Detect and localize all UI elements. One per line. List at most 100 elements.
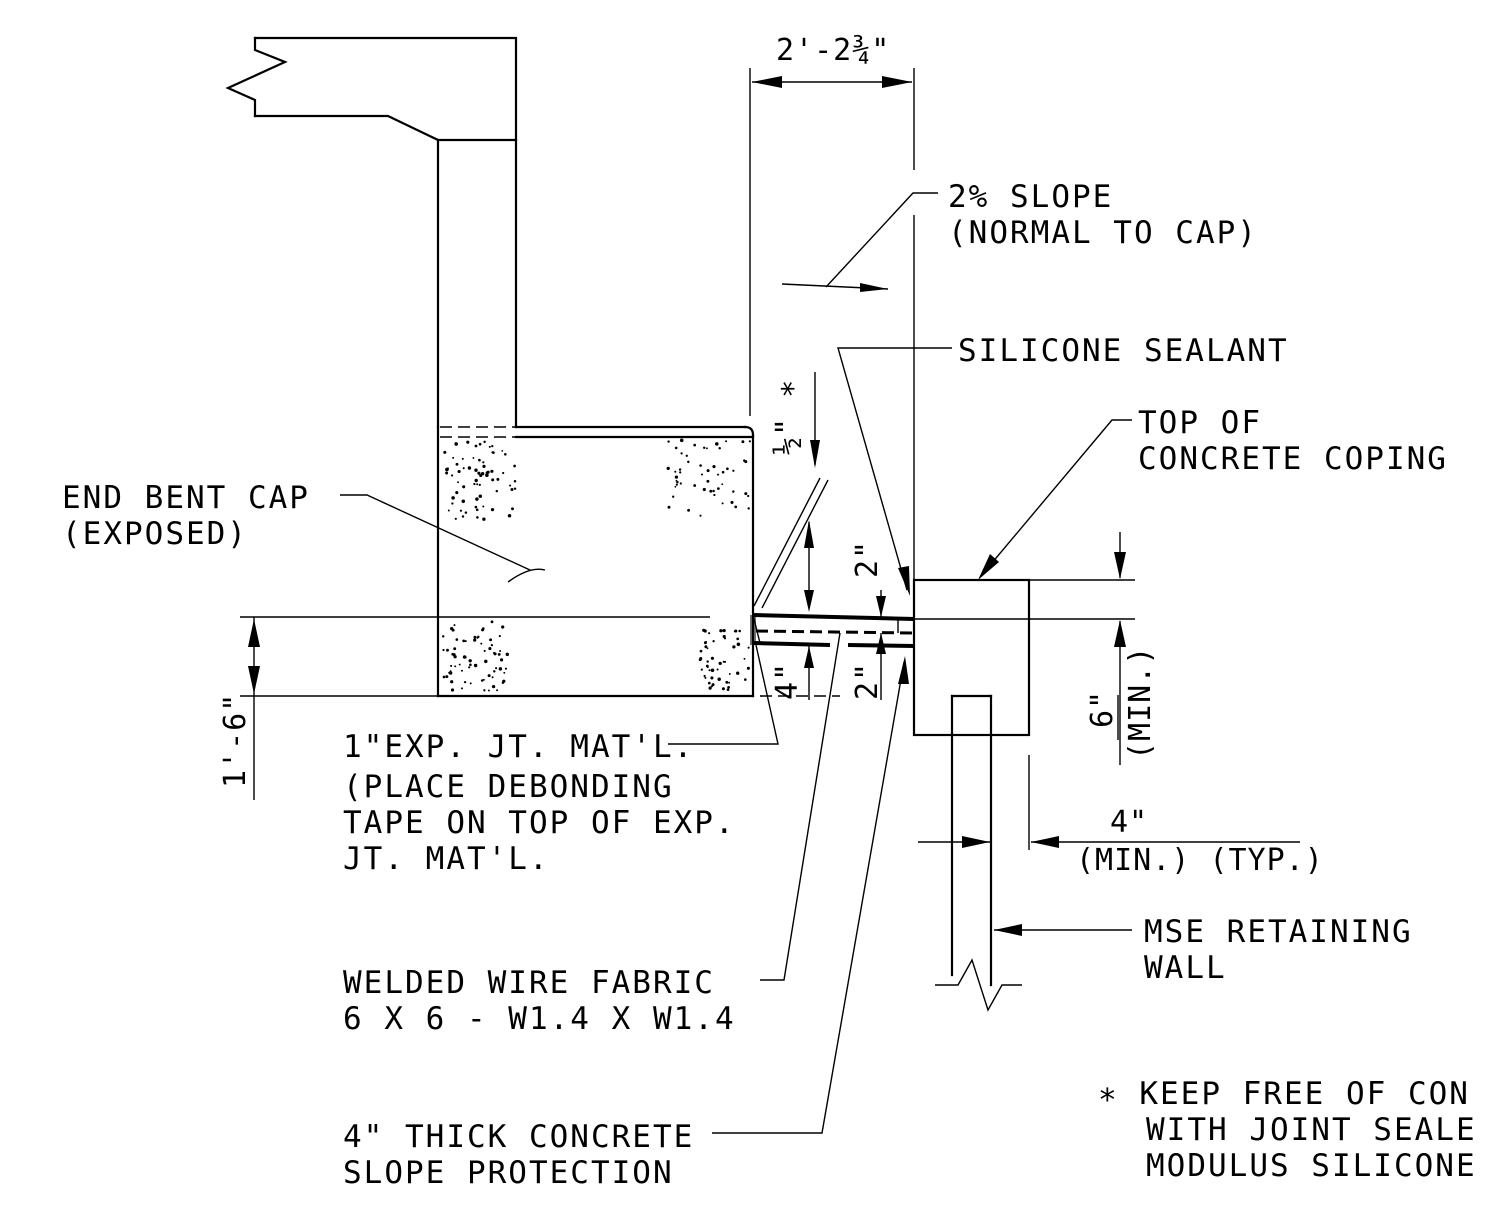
stipple-dot — [491, 684, 496, 689]
stipple-dot — [487, 674, 491, 678]
stipple-dot — [717, 487, 720, 490]
stipple-dot — [693, 484, 697, 487]
concrete-stipple — [441, 438, 752, 692]
stipple-dot — [454, 517, 457, 520]
stipple-dot — [730, 500, 734, 504]
stipple-dot — [504, 453, 507, 456]
stipple-dot — [445, 467, 449, 472]
stipple-dot — [463, 680, 467, 684]
stipple-dot — [680, 452, 683, 455]
stipple-dot — [708, 686, 712, 690]
stipple-dot — [736, 642, 741, 647]
stipple-dot — [718, 446, 721, 450]
wwf-label-2: 6 X 6 - W1.4 X W1.4 — [343, 1001, 736, 1037]
stipple-dot — [728, 672, 731, 675]
dim-coping-depth: 6" — [1085, 690, 1120, 728]
stipple-dot — [744, 492, 748, 496]
stipple-dot — [672, 495, 675, 498]
stipple-dot — [468, 659, 472, 663]
stipple-dot — [502, 679, 506, 683]
stipple-dot — [452, 456, 455, 459]
dimension-text: 2'-2¾" ½" ∗ 2" 4" 2" 1'-6" 6" (MIN.) 4" … — [218, 33, 1323, 878]
stipple-dot — [748, 440, 752, 443]
stipple-dot — [462, 639, 466, 643]
cap-label-2: (EXPOSED) — [62, 516, 248, 552]
exp-joint-label-3: TAPE ON TOP OF EXP. — [343, 805, 736, 841]
stipple-dot — [490, 620, 494, 624]
stipple-dot — [457, 481, 459, 484]
footnote-line-1: ∗ KEEP FREE OF CON — [1098, 1076, 1470, 1112]
stipple-dot — [480, 679, 484, 682]
stipple-dot — [483, 689, 486, 692]
stipple-dot — [679, 482, 682, 485]
stipple-dot — [496, 689, 499, 692]
stipple-dot — [738, 629, 741, 633]
dim-top-width: 2'-2¾" — [776, 33, 890, 68]
dim-wall-offset: 4" — [1110, 805, 1148, 840]
stipple-dot — [702, 487, 706, 492]
stipple-dot — [453, 624, 456, 627]
stipple-dot — [747, 494, 750, 498]
stipple-dot — [498, 635, 501, 638]
stipple-dot — [732, 490, 735, 493]
stipple-dot — [461, 499, 466, 504]
stipple-dot — [736, 671, 740, 675]
stipple-dot — [721, 687, 725, 691]
stipple-dot — [490, 507, 495, 512]
stipple-dot — [461, 457, 464, 460]
stipple-dot — [509, 484, 512, 487]
stipple-dot — [474, 468, 478, 472]
slope-protection-slab — [750, 477, 915, 648]
stipple-dot — [678, 468, 682, 471]
stipple-dot — [451, 496, 455, 500]
stipple-dot — [498, 667, 503, 671]
stipple-dot — [490, 643, 494, 647]
stipple-dot — [744, 460, 748, 464]
stipple-dot — [464, 640, 467, 643]
stipple-dot — [679, 438, 684, 443]
stipple-dot — [687, 508, 691, 512]
stipple-dot — [706, 647, 709, 650]
stipple-dot — [478, 494, 483, 498]
stipple-dot — [450, 680, 454, 684]
stipple-dot — [674, 470, 677, 473]
footnote-line-2: WITH JOINT SEALE — [1146, 1112, 1477, 1148]
stipple-dot — [490, 469, 494, 473]
stipple-dot — [703, 674, 706, 678]
stipple-dot — [482, 461, 485, 464]
stipple-dot — [705, 447, 708, 450]
mse-label-2: WALL — [1144, 950, 1227, 986]
stipple-dot — [703, 629, 707, 633]
stipple-dot — [488, 647, 492, 651]
stipple-dot — [497, 652, 501, 656]
stipple-dot — [480, 642, 483, 645]
stipple-dot — [699, 464, 702, 467]
stipple-dot — [475, 497, 479, 501]
stipple-dot — [716, 668, 719, 671]
wwf-label-1: WELDED WIRE FABRIC — [343, 965, 715, 1001]
stipple-dot — [513, 464, 516, 468]
break-line-top — [225, 36, 288, 118]
stipple-dot — [709, 489, 713, 493]
stipple-dot — [710, 668, 715, 673]
stipple-dot — [700, 668, 703, 671]
stipple-dot — [713, 493, 716, 497]
stipple-dot — [710, 676, 714, 680]
stipple-dot — [484, 659, 488, 664]
stipple-dot — [495, 489, 499, 493]
stipple-dot — [446, 648, 449, 652]
stipple-dot — [454, 665, 457, 668]
stipple-dot — [507, 514, 512, 518]
coping-label-2: CONCRETE COPING — [1138, 441, 1448, 477]
stipple-dot — [469, 663, 472, 667]
stipple-dot — [448, 671, 453, 675]
cap-label-1: END BENT CAP — [62, 480, 310, 516]
stipple-dot — [496, 477, 500, 481]
stipple-dot — [717, 677, 721, 681]
stipple-dot — [451, 628, 455, 632]
stipple-dot — [474, 444, 478, 448]
sealant-label: SILICONE SEALANT — [958, 333, 1289, 369]
stipple-dot — [478, 483, 481, 487]
stipple-dot — [451, 474, 454, 477]
stipple-dot — [732, 645, 736, 649]
